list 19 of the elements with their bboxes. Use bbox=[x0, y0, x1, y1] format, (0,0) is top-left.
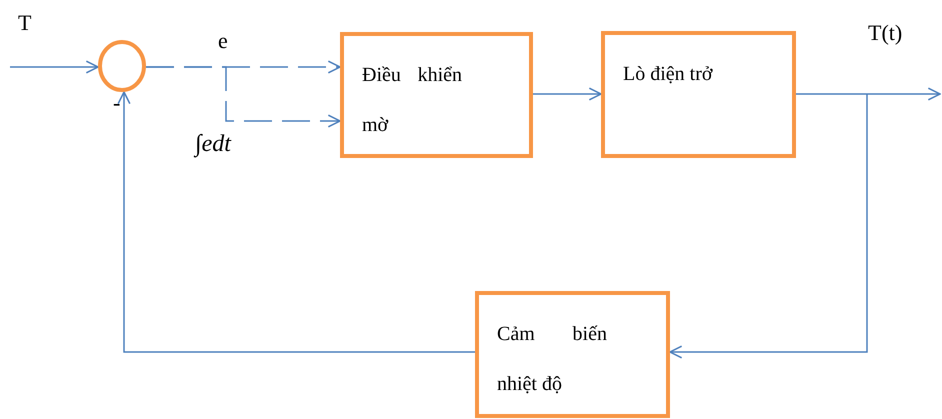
process-box bbox=[475, 291, 670, 418]
sign-label: - bbox=[113, 92, 120, 114]
connector-line bbox=[796, 93, 867, 95]
signal-label: T bbox=[18, 12, 32, 34]
summing-junction-circle bbox=[98, 40, 146, 92]
process-box bbox=[601, 31, 796, 158]
arrow bbox=[117, 91, 475, 353]
block-label: Điều khiển mờ bbox=[362, 63, 462, 138]
arrow bbox=[146, 66, 341, 128]
process-box bbox=[340, 32, 533, 158]
arrow bbox=[867, 87, 941, 101]
signal-label: e bbox=[218, 30, 228, 52]
arrow bbox=[10, 60, 99, 74]
arrow bbox=[533, 87, 602, 101]
block-label: Cảm biến nhiệt độ bbox=[497, 322, 607, 397]
arrow bbox=[669, 94, 868, 359]
signal-label: T(t) bbox=[868, 22, 902, 44]
signal-label: ∫edt bbox=[195, 132, 231, 156]
block-label: Lò điện trở bbox=[623, 62, 714, 87]
